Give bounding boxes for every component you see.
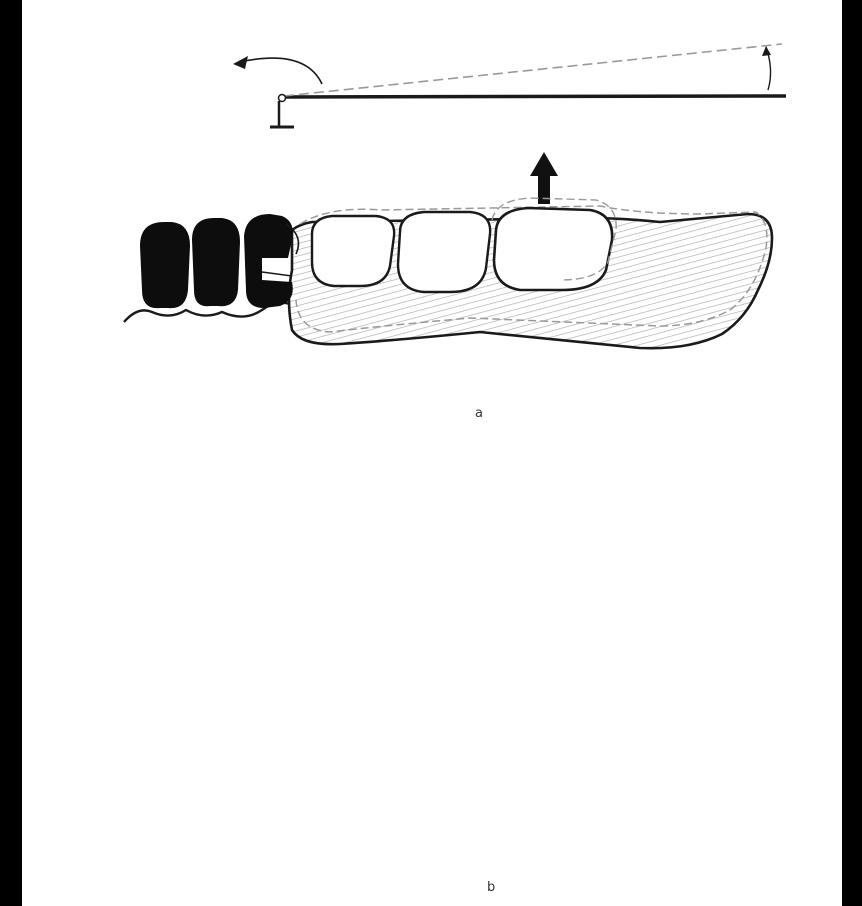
natural-tooth-2 bbox=[192, 218, 240, 306]
rotation-arc-arrow bbox=[240, 58, 322, 84]
artificial-teeth-a bbox=[312, 198, 616, 292]
panel-a bbox=[124, 44, 786, 348]
lever-displaced-dashed bbox=[284, 44, 782, 96]
lever-beam bbox=[282, 96, 786, 97]
artificial-premolar-2 bbox=[398, 212, 490, 292]
angle-arrowhead-icon bbox=[762, 46, 771, 56]
abutment-teeth-a bbox=[124, 214, 298, 322]
artificial-premolar-1 bbox=[312, 216, 394, 286]
lift-arrow-icon bbox=[530, 152, 558, 204]
fulcrum-hinge bbox=[279, 95, 286, 102]
panel-label-a: a bbox=[475, 406, 483, 421]
panel-label-b: b bbox=[487, 880, 495, 895]
natural-tooth-1 bbox=[140, 222, 190, 308]
rotation-arrowhead-icon bbox=[233, 56, 248, 69]
lever-schematic-a bbox=[233, 44, 786, 127]
abutment-tooth-clasped bbox=[244, 214, 293, 308]
artificial-molar bbox=[494, 208, 612, 290]
